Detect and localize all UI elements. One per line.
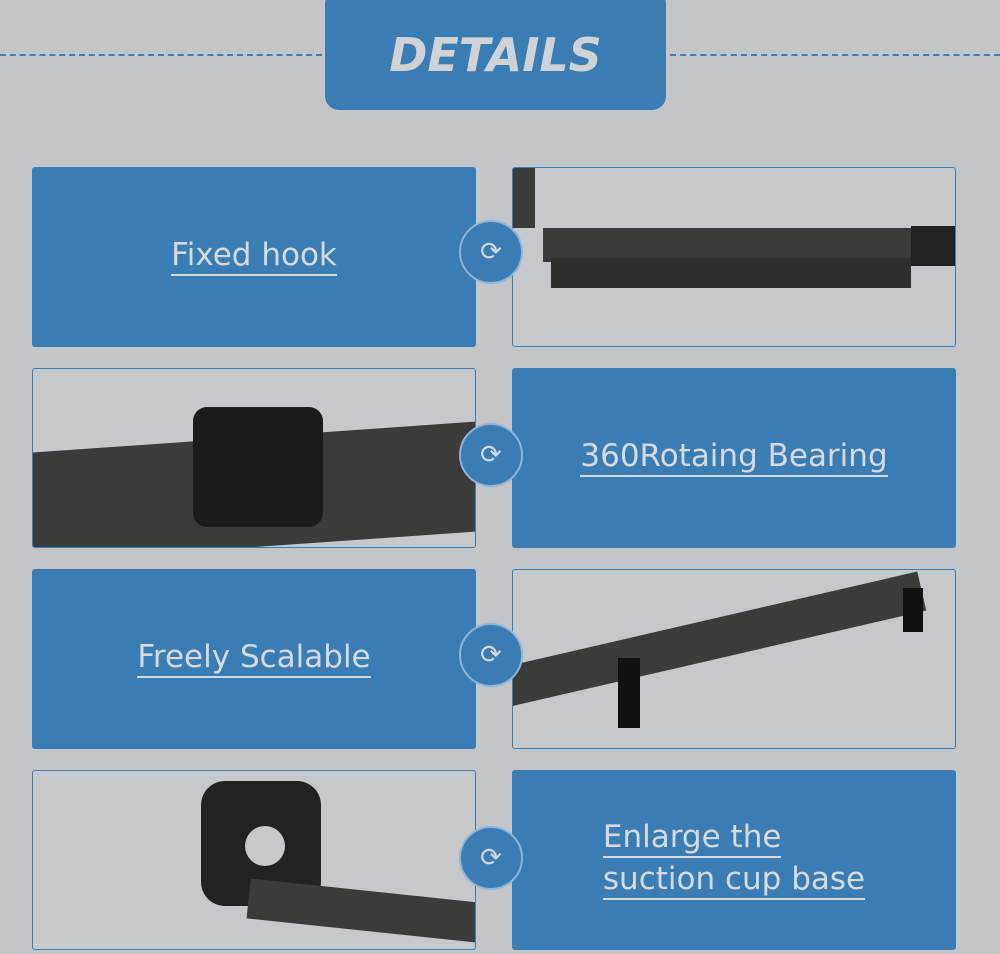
rotate-arrows-icon: ⟳	[459, 220, 523, 284]
feature-label-card: Freely Scalable	[32, 569, 476, 749]
feature-label-card: Enlarge the suction cup base	[512, 770, 956, 950]
title-text: DETAILS	[389, 28, 602, 82]
rotate-arrows-icon: ⟳	[459, 423, 523, 487]
product-photo-scalable	[512, 569, 956, 749]
feature-label: Freely Scalable	[137, 640, 371, 678]
rotate-arrows-icon: ⟳	[459, 826, 523, 890]
feature-label-line1: Enlarge the	[602, 820, 782, 858]
feature-label-card: 360Rotaing Bearing	[512, 368, 956, 548]
divider-left	[0, 54, 322, 56]
feature-label-card: Fixed hook	[32, 167, 476, 347]
section-title: DETAILS	[325, 0, 666, 110]
product-photo-suction-cup	[32, 770, 476, 950]
product-photo-fixed-hook	[512, 167, 956, 347]
rotate-arrows-icon: ⟳	[459, 623, 523, 687]
feature-label: 360Rotaing Bearing	[580, 439, 888, 477]
feature-label: Fixed hook	[171, 238, 337, 276]
divider-right	[670, 54, 1000, 56]
product-photo-bearing	[32, 368, 476, 548]
feature-label-line2: suction cup base	[602, 861, 866, 900]
